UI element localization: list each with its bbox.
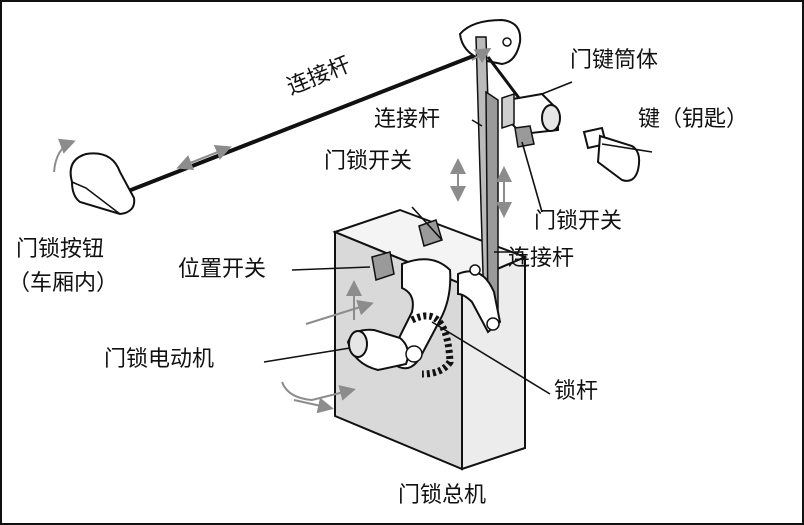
label-key-cylinder: 门键筒体 <box>570 48 659 73</box>
label-position-switch: 位置开关 <box>178 257 267 282</box>
label-key: 键（钥匙） <box>638 107 749 132</box>
label-switch-upper-left: 门锁开关 <box>324 149 413 174</box>
switch-right <box>514 125 535 148</box>
label-rod-right: 连接杆 <box>508 246 575 271</box>
label-switch-right: 门锁开关 <box>534 209 623 234</box>
leader-lines <box>263 81 653 395</box>
door-lock-motor <box>346 328 423 372</box>
label-button-line1: 门锁按钮 <box>16 237 105 262</box>
door-lock-button <box>69 152 136 216</box>
motion-arrows <box>53 47 512 414</box>
label-motor: 门锁电动机 <box>104 347 215 372</box>
connecting-rod-long <box>121 51 482 197</box>
label-lock-lever: 锁杆 <box>554 379 599 404</box>
label-button-line2: （车厢内） <box>8 271 119 296</box>
label-rod-mid: 连接杆 <box>374 107 441 132</box>
position-switch <box>371 251 395 281</box>
label-main-unit: 门锁总机 <box>398 483 487 508</box>
key <box>582 126 641 182</box>
gear-sector <box>410 312 454 378</box>
key-cylinder <box>501 92 561 136</box>
lock-lever <box>392 258 502 370</box>
